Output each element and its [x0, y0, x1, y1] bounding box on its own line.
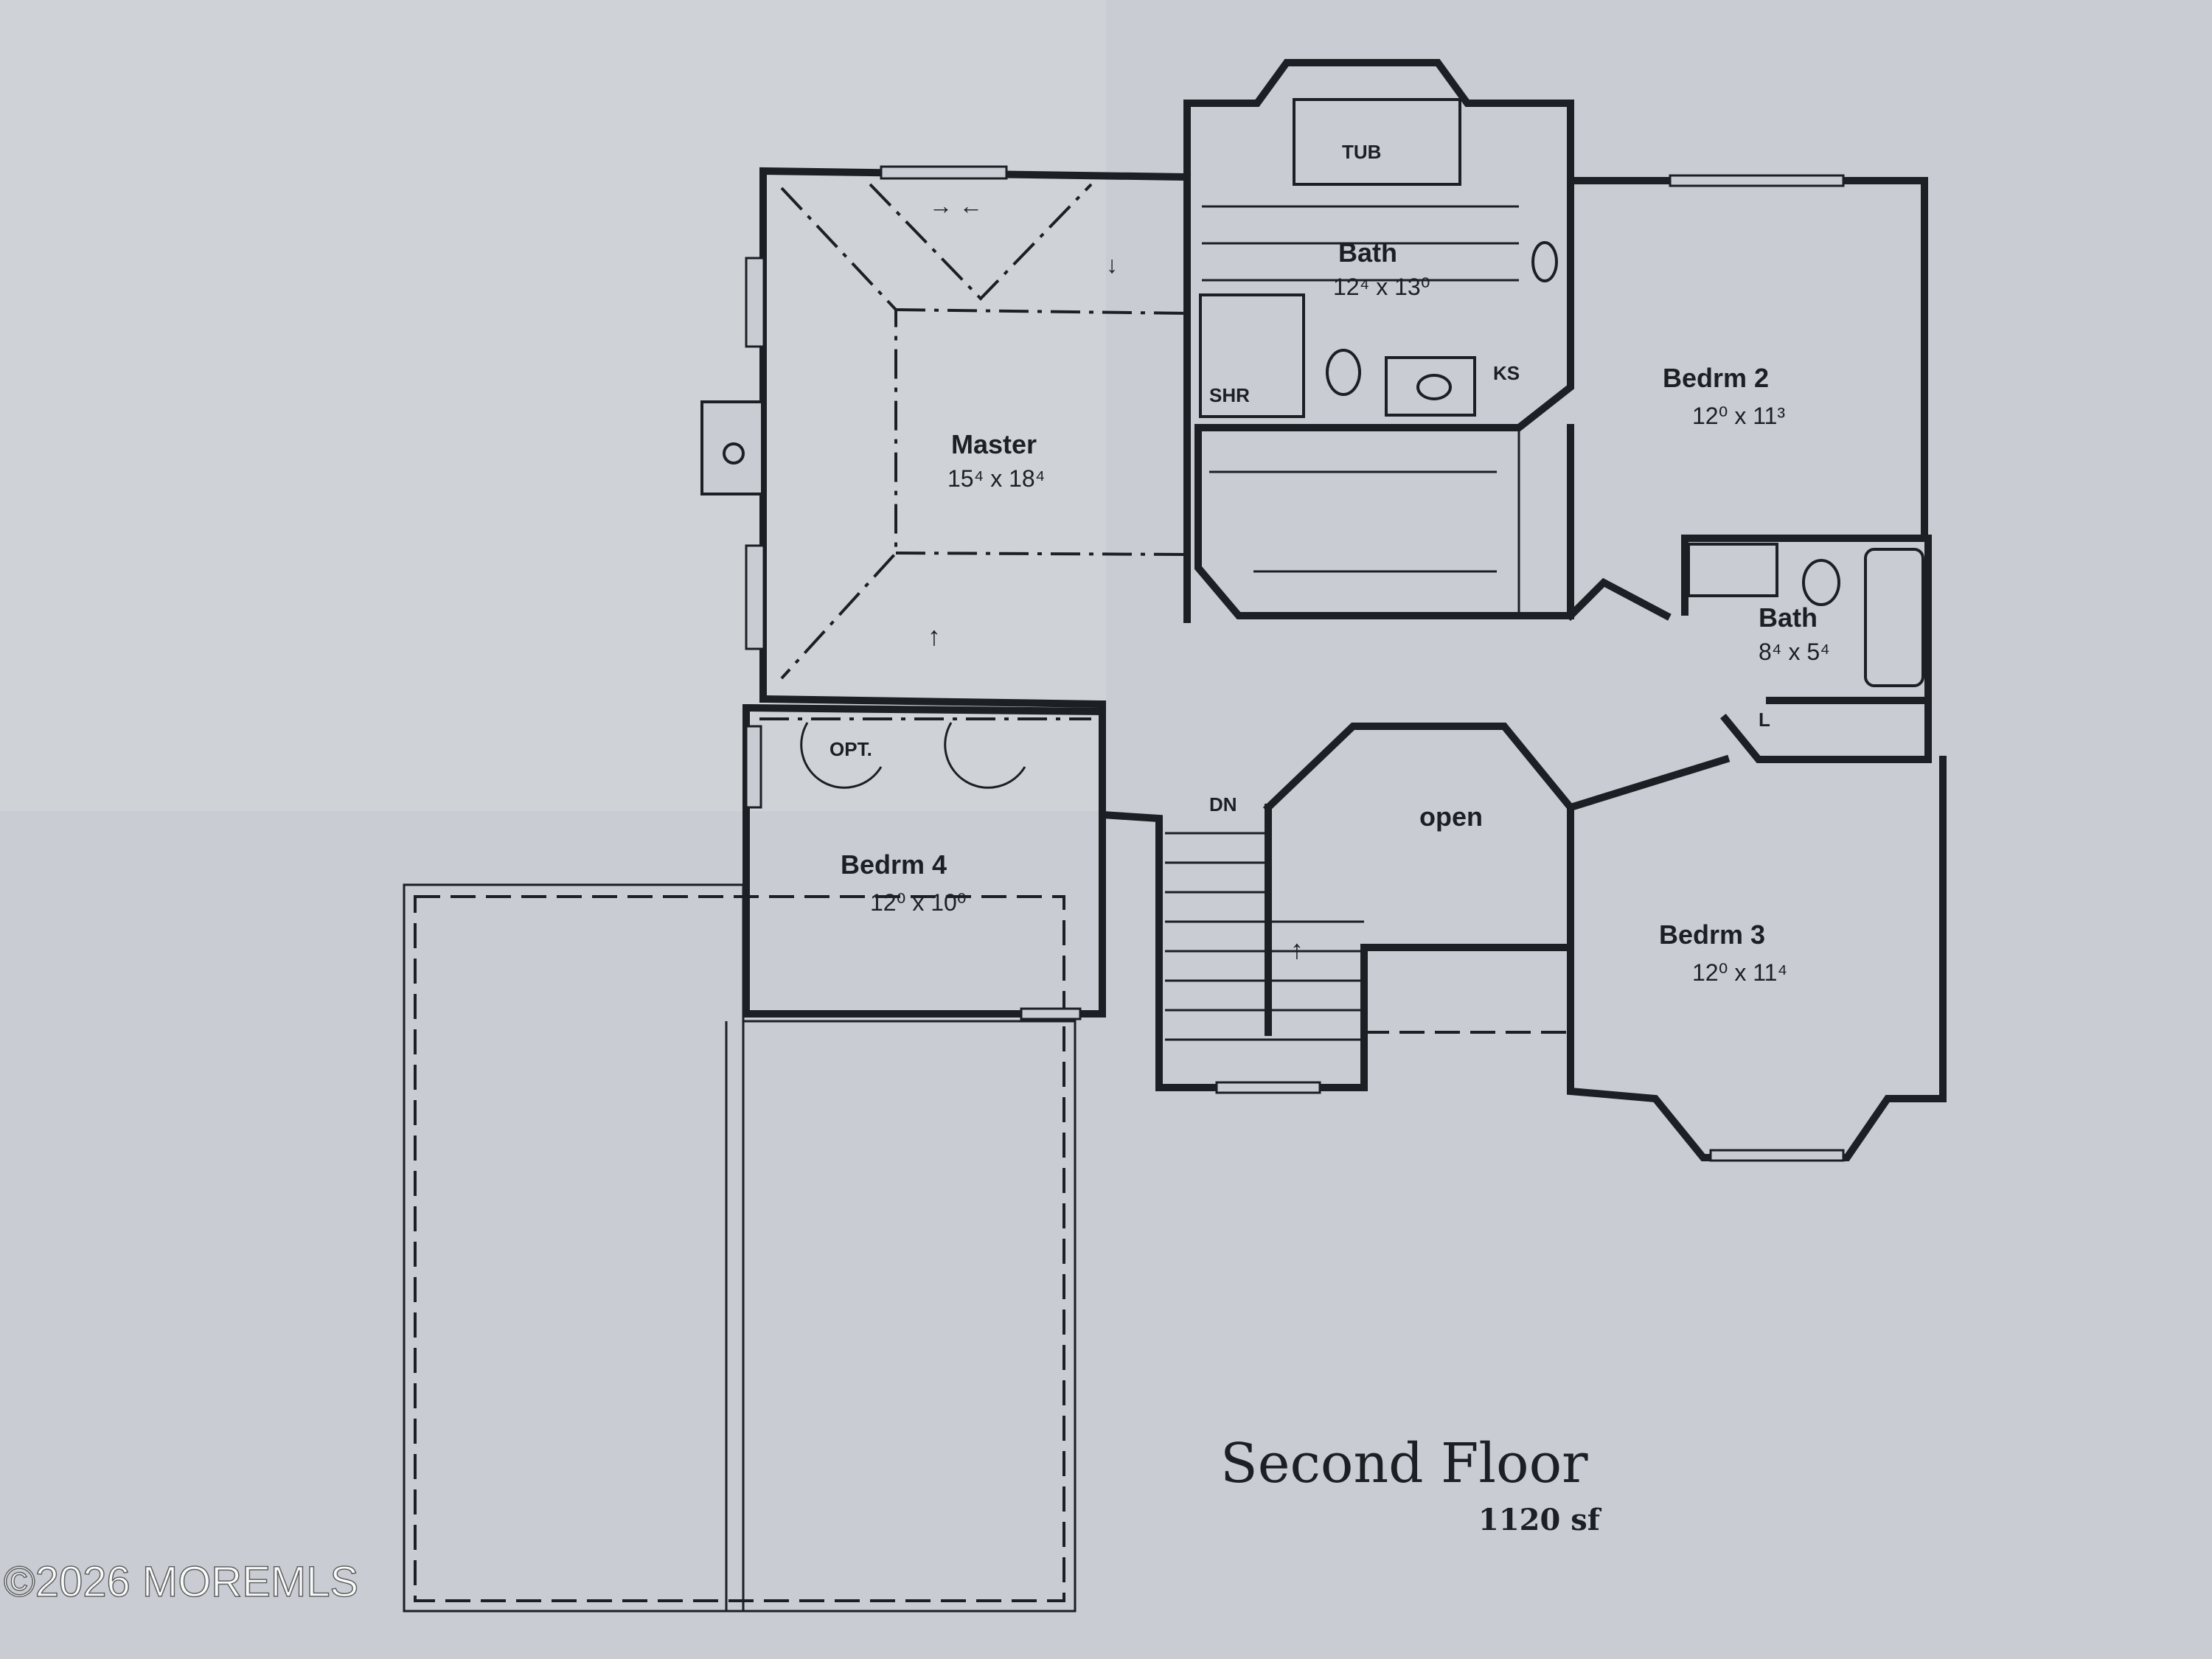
- master-bath-dims: 12⁴ x 13⁰: [1333, 274, 1430, 300]
- bedroom3-name: Bedrm 3: [1659, 919, 1765, 950]
- tub: [1864, 548, 1924, 687]
- tub: [1293, 98, 1461, 186]
- optional-tag: OPT.: [830, 738, 872, 760]
- closet-door: [800, 722, 883, 789]
- tub-tag: TUB: [1342, 141, 1381, 163]
- plan-area: 1120 sf: [1478, 1503, 1602, 1537]
- paper-highlight: [0, 0, 1106, 811]
- bath2-name: Bath: [1759, 602, 1818, 633]
- plan-title: Second Floor: [1220, 1432, 1588, 1495]
- master-bath: TUB SHR KS Bath 12⁴ x 13⁰: [1183, 59, 1574, 623]
- window: [1215, 1081, 1321, 1094]
- master-bedroom: → ← ↓ ↑ Master 15⁴ x 18⁴: [700, 165, 1192, 709]
- window: [745, 257, 765, 348]
- linen-tag: L: [1759, 709, 1770, 731]
- bedroom-3: Bedrm 3 12⁰ x 11⁴: [1565, 754, 1947, 1162]
- up-arrow-icon: ↑: [928, 621, 941, 651]
- shower-tag: SHR: [1209, 384, 1250, 406]
- window: [1020, 1007, 1082, 1020]
- bedroom4-dims: 12⁰ x 10⁰: [870, 889, 967, 916]
- closet-door: [944, 722, 1026, 789]
- open-to-below: open: [1262, 723, 1576, 1036]
- watermark: ©2026 MOREMLS: [4, 1558, 358, 1606]
- toilet: [1326, 349, 1361, 396]
- staircase: DN ↑: [1099, 700, 1368, 1094]
- window: [1669, 174, 1845, 187]
- bedroom4-name: Bedrm 4: [841, 849, 947, 880]
- bedroom2-dims: 12⁰ x 11³: [1692, 403, 1785, 429]
- toilet: [1802, 559, 1840, 606]
- bath2-dims: 8⁴ x 5⁴: [1759, 639, 1830, 665]
- master-dims: 15⁴ x 18⁴: [947, 465, 1045, 492]
- sink: [1531, 241, 1558, 282]
- bedroom-4: OPT. Bedrm 4 12⁰ x 10⁰: [742, 703, 1107, 1020]
- vanity: [1687, 543, 1778, 597]
- walk-in-closet: [1194, 424, 1574, 619]
- stair-up-arrow-icon: ↑: [1290, 934, 1304, 964]
- fireplace: [700, 400, 764, 495]
- bedroom3-dims: 12⁰ x 11⁴: [1692, 959, 1787, 986]
- ceiling-arrow-icon: → ←: [929, 192, 983, 219]
- shower: [1199, 293, 1305, 418]
- down-arrow-icon: ↓: [1106, 251, 1118, 278]
- window: [745, 725, 762, 809]
- bedroom-2: Bedrm 2 12⁰ x 11³: [1565, 174, 1928, 622]
- window: [1709, 1149, 1845, 1162]
- linen-closet-tag: KS: [1493, 362, 1520, 384]
- down-tag: DN: [1209, 793, 1237, 815]
- open-label: open: [1419, 801, 1483, 832]
- hall-bath: L Bath 8⁴ x 5⁴: [1681, 535, 1932, 763]
- master-bath-name: Bath: [1338, 237, 1397, 268]
- bedroom2-name: Bedrm 2: [1663, 363, 1769, 393]
- window: [880, 165, 1008, 180]
- master-name: Master: [951, 429, 1037, 459]
- window: [745, 544, 765, 650]
